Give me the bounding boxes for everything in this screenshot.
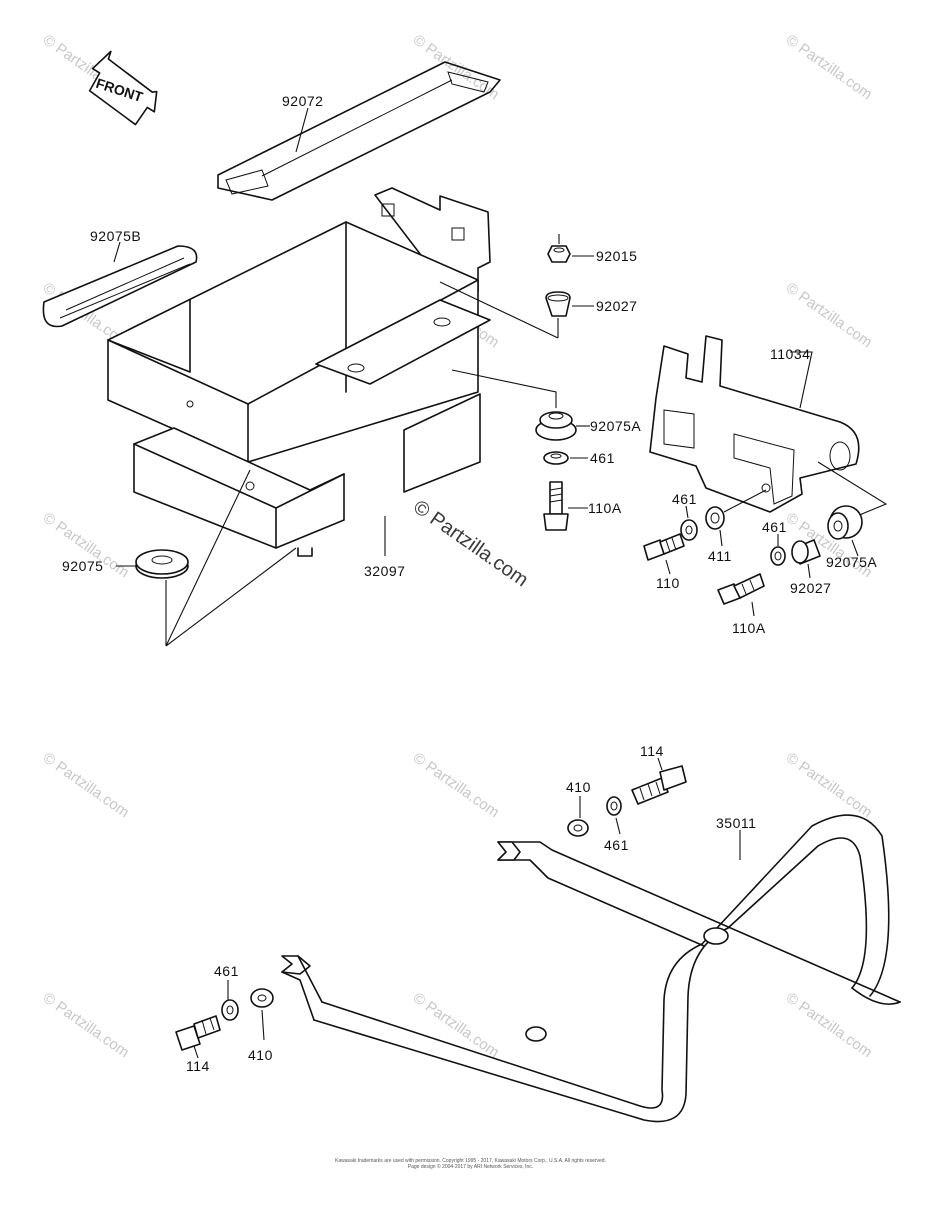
part-label-92075B: 92075B — [90, 228, 141, 244]
grommet-92075 — [135, 549, 189, 579]
watermark: © Partzilla.com — [783, 989, 876, 1061]
part-label-92027-right: 92027 — [790, 580, 831, 596]
bolt-110 — [643, 533, 685, 561]
washer-461-mid — [543, 451, 569, 465]
nut-92015 — [547, 245, 571, 263]
watermark-center: © Partzilla.com — [409, 496, 532, 591]
part-label-461-top: 461 — [604, 837, 629, 853]
grommet-92075A-right — [827, 505, 863, 540]
collar-92027-top — [545, 291, 571, 317]
part-label-110A-bottom: 110A — [732, 620, 766, 636]
watermark: © Partzilla.com — [783, 31, 876, 103]
part-label-92075: 92075 — [62, 558, 103, 574]
watermark: © Partzilla.com — [40, 989, 133, 1061]
part-label-461-b: 461 — [762, 519, 787, 535]
part-label-110: 110 — [656, 575, 680, 591]
part-label-92075A-mid: 92075A — [590, 418, 641, 434]
bracket-11034 — [649, 335, 860, 513]
copyright-footer: Kawasaki trademarks are used with permis… — [300, 1158, 641, 1170]
part-label-114-top: 114 — [640, 743, 664, 759]
part-label-92072: 92072 — [282, 93, 323, 109]
washer-411 — [705, 506, 725, 530]
bolt-110A-bottom — [717, 573, 765, 605]
watermark: © Partzilla.com — [783, 749, 876, 821]
part-label-92015: 92015 — [596, 248, 637, 264]
grommet-92075A-mid — [535, 411, 577, 441]
part-label-461-mid: 461 — [590, 450, 615, 466]
washer-410-top — [567, 819, 589, 837]
washer-461-a — [680, 519, 698, 541]
washer-461-b — [770, 546, 786, 566]
part-label-92027-top: 92027 — [596, 298, 637, 314]
part-label-114-left: 114 — [186, 1058, 210, 1074]
part-label-110A-mid: 110A — [588, 500, 622, 516]
front-arrow-icon: FRONT — [88, 50, 158, 126]
washer-461-top — [606, 796, 622, 816]
copyright-line-2: Page design © 2004-2017 by ARI Network S… — [407, 1164, 534, 1170]
watermark: © Partzilla.com — [783, 279, 876, 351]
part-label-461-a: 461 — [672, 491, 697, 507]
watermark: © Partzilla.com — [410, 989, 503, 1061]
battery-pad — [42, 245, 198, 328]
guard-bar-35011 — [281, 814, 901, 1123]
watermark: © Partzilla.com — [40, 749, 133, 821]
washer-461-left — [221, 999, 239, 1021]
part-label-11034: 11034 — [770, 346, 810, 362]
bolt-114-top — [631, 765, 687, 805]
washer-410-left — [250, 988, 274, 1008]
battery-strap — [217, 61, 501, 201]
bolt-114-left — [175, 1015, 221, 1051]
part-label-32097: 32097 — [364, 563, 405, 579]
part-label-410-top: 410 — [566, 779, 591, 795]
part-label-35011: 35011 — [716, 815, 756, 831]
bolt-110A-mid — [543, 481, 569, 531]
watermark: © Partzilla.com — [410, 749, 503, 821]
part-label-461-left: 461 — [214, 963, 239, 979]
copyright-line-1: Kawasaki trademarks are used with permis… — [335, 1158, 606, 1164]
part-label-92075A-right: 92075A — [826, 554, 877, 570]
collar-92027-right — [791, 539, 821, 565]
part-label-410-left: 410 — [248, 1047, 273, 1063]
part-label-411: 411 — [708, 548, 732, 564]
battery-case — [107, 187, 491, 557]
